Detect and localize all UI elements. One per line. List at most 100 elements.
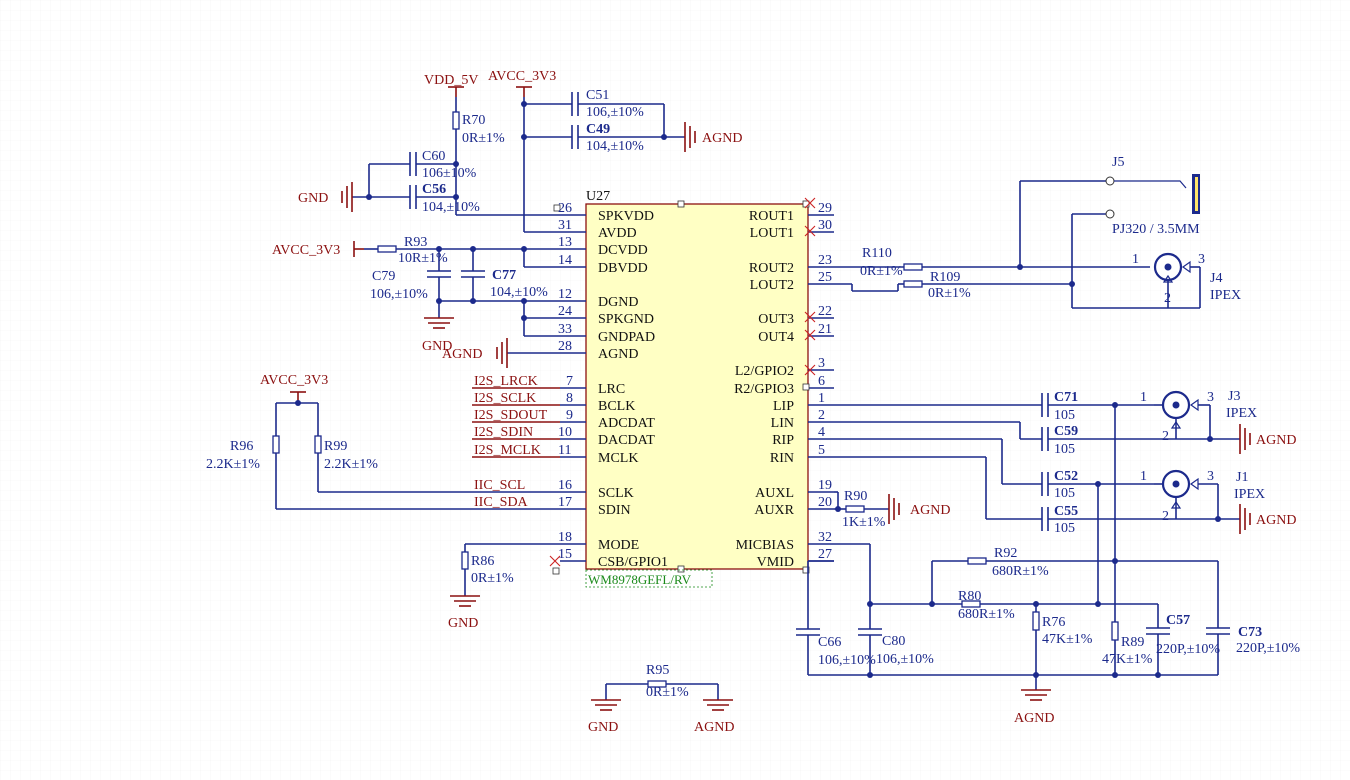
pin-number: 13 xyxy=(558,235,572,250)
svg-text:2: 2 xyxy=(1162,429,1169,444)
gnd-symbol-r95: GND xyxy=(588,699,621,735)
ic-u27[interactable]: U27 WM8978GEFL/RV xyxy=(585,189,809,588)
ic-right-pin-numbers: 29 30 23 25 22 21 3 6 1 2 4 5 19 20 32 2… xyxy=(818,201,832,562)
resistor-r90[interactable]: R90 1K±1% xyxy=(842,489,889,530)
pin-number: 8 xyxy=(566,391,573,406)
capacitor-c66[interactable]: C66 106,±10% xyxy=(796,628,876,675)
svg-text:106,±10%: 106,±10% xyxy=(586,105,644,120)
svg-text:AGND: AGND xyxy=(442,347,482,362)
ic-right-pin-names: ROUT1 LOUT1 ROUT2 LOUT2 OUT3 OUT4 L2/GPI… xyxy=(734,209,795,570)
resistor-r80[interactable]: R80 680R±1% xyxy=(958,589,1158,622)
pin-number: 2 xyxy=(818,408,825,423)
pin-number: 33 xyxy=(558,322,572,337)
resistor-r109[interactable]: R109 0R±1% xyxy=(897,270,1072,301)
svg-text:1: 1 xyxy=(1132,252,1139,267)
resistor-r95[interactable]: R95 0R±1% xyxy=(605,663,719,700)
pin-name: SPKGND xyxy=(598,312,654,327)
capacitor-c51[interactable]: C51 106,±10% xyxy=(524,88,664,120)
svg-text:IPEX: IPEX xyxy=(1234,487,1265,502)
svg-text:I2S_SDOUT: I2S_SDOUT xyxy=(474,408,548,423)
svg-text:680R±1%: 680R±1% xyxy=(958,607,1015,622)
agnd-symbol-r95: AGND xyxy=(694,699,734,735)
resistor-r96[interactable]: R96 2.2K±1% xyxy=(206,403,280,509)
capacitor-c79[interactable]: C79 106,±10% xyxy=(370,249,451,302)
power-avcc-left: AVCC_3V3 xyxy=(272,241,364,258)
svg-text:1: 1 xyxy=(1140,390,1147,405)
pin-number: 3 xyxy=(818,356,825,371)
svg-text:106,±10%: 106,±10% xyxy=(876,652,934,667)
pin-name: OUT3 xyxy=(758,312,794,327)
svg-text:AGND: AGND xyxy=(1256,513,1296,528)
pin-number: 20 xyxy=(818,495,832,510)
net-avcc-top: AVCC_3V3 xyxy=(488,69,556,84)
resistor-r110[interactable]: R110 0R±1% xyxy=(860,246,1150,279)
resistor-r86[interactable]: R86 0R±1% xyxy=(461,544,514,596)
pin-name: MODE xyxy=(598,538,639,553)
svg-text:AGND: AGND xyxy=(1256,433,1296,448)
svg-text:3: 3 xyxy=(1207,469,1214,484)
pin-name: LIN xyxy=(771,416,794,431)
svg-text:AGND: AGND xyxy=(694,720,734,735)
svg-text:10R±1%: 10R±1% xyxy=(398,251,448,266)
ic-left-pin-names: SPKVDD AVDD DCVDD DBVDD DGND SPKGND GNDP… xyxy=(598,209,668,570)
pin-name: LOUT1 xyxy=(750,226,794,241)
svg-text:AGND: AGND xyxy=(702,131,742,146)
svg-text:C73: C73 xyxy=(1238,625,1262,640)
capacitor-c60[interactable]: C60 106±10% xyxy=(369,149,477,181)
capacitor-c56[interactable]: C56 104,±10% xyxy=(352,182,480,215)
svg-text:C52: C52 xyxy=(1054,469,1078,484)
capacitor-c71[interactable]: C71 105 xyxy=(1041,390,1154,423)
resistor-r76[interactable]: R76 47K±1% xyxy=(1032,604,1093,675)
net-iic-sda: IIC_SDA xyxy=(474,495,529,510)
svg-text:0R±1%: 0R±1% xyxy=(860,264,903,279)
connector-j4[interactable]: 1 3 2 J4 IPEX xyxy=(1072,252,1241,309)
svg-text:C80: C80 xyxy=(882,634,905,649)
gnd-symbol-r86: GND xyxy=(448,595,480,631)
net-vdd-5v: VDD_5V xyxy=(424,73,478,88)
pin-number: 24 xyxy=(558,304,572,319)
agnd-symbol-pin28: AGND xyxy=(442,338,508,368)
svg-text:C51: C51 xyxy=(586,88,609,103)
resistor-r92[interactable]: R92 680R±1% xyxy=(967,546,1218,579)
resistor-r99[interactable]: R99 2.2K±1% xyxy=(314,403,378,492)
pin-name: OUT4 xyxy=(758,330,794,345)
capacitor-c55[interactable]: C55 105 xyxy=(1041,504,1168,536)
pin-number: 10 xyxy=(558,425,572,440)
capacitor-c73[interactable]: C73 220P,±10% xyxy=(1206,561,1300,675)
resistor-r70[interactable]: R70 0R±1% xyxy=(452,97,505,215)
svg-text:105: 105 xyxy=(1054,442,1075,457)
resistor-r93[interactable]: R93 10R±1% xyxy=(364,235,560,266)
capacitor-c77[interactable]: C77 104,±10% xyxy=(461,249,548,301)
pin-number: 23 xyxy=(818,253,832,268)
pin-number: 25 xyxy=(818,270,832,285)
capacitor-c52[interactable]: C52 105 xyxy=(1041,469,1154,501)
svg-text:R110: R110 xyxy=(862,246,892,261)
connector-j3[interactable]: 1 3 2 J3 IPEX xyxy=(1140,389,1257,444)
pin-name: AVDD xyxy=(598,226,637,241)
power-avcc-i2c: AVCC_3V3 xyxy=(260,373,328,403)
capacitor-c80[interactable]: C80 106,±10% xyxy=(858,604,934,675)
agnd-symbol-bottom: AGND xyxy=(1014,689,1054,726)
svg-text:R70: R70 xyxy=(462,113,485,128)
resistor-r89[interactable]: R89 47K±1% xyxy=(1102,621,1153,675)
pin-number: 21 xyxy=(818,322,832,337)
connector-j5[interactable]: J5 PJ320 / 3.5MM xyxy=(1019,155,1200,308)
pin-number: 22 xyxy=(818,304,832,319)
svg-text:AGND: AGND xyxy=(1014,711,1054,726)
pin-name: DCVDD xyxy=(598,243,648,258)
svg-text:I2S_SDIN: I2S_SDIN xyxy=(474,425,533,440)
pin-number: 7 xyxy=(566,374,573,389)
capacitor-c57[interactable]: C57 220P,±10% xyxy=(1146,604,1220,675)
svg-text:C60: C60 xyxy=(422,149,445,164)
connector-j1[interactable]: 1 3 2 J1 IPEX xyxy=(1140,469,1265,524)
svg-text:105: 105 xyxy=(1054,521,1075,536)
pin-name: VMID xyxy=(757,555,794,570)
svg-text:I2S_LRCK: I2S_LRCK xyxy=(474,374,538,389)
svg-text:105: 105 xyxy=(1054,486,1075,501)
pin-name: SCLK xyxy=(598,486,634,501)
capacitor-c59[interactable]: C59 105 xyxy=(1041,424,1168,457)
capacitor-c49[interactable]: C49 104,±10% xyxy=(524,122,685,154)
pin-name: MICBIAS xyxy=(736,538,794,553)
pin-number: 32 xyxy=(818,530,832,545)
pin-name: AUXR xyxy=(754,503,794,518)
